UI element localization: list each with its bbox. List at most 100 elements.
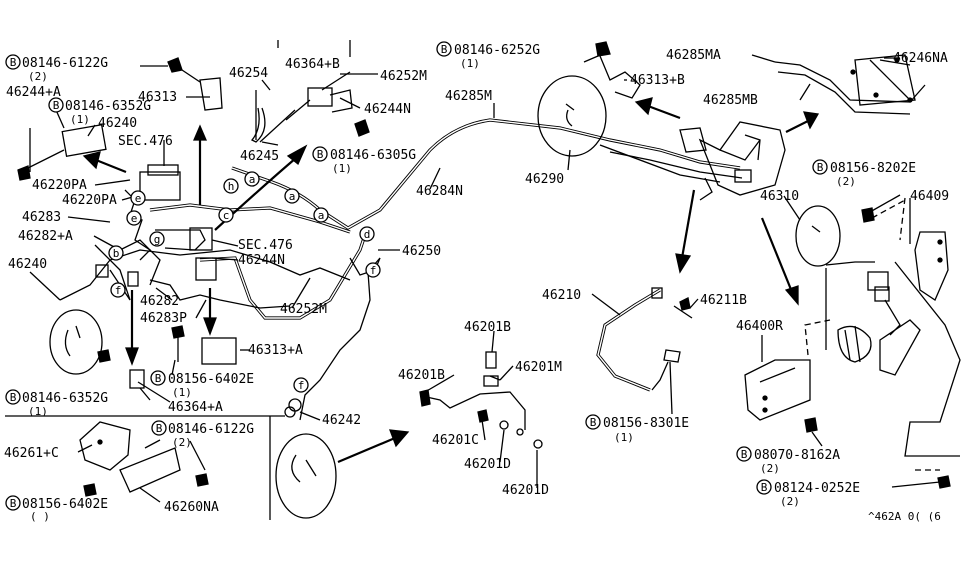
svg-text:d: d	[364, 228, 371, 241]
label-qty-2-c: (2)	[836, 175, 856, 188]
bolt-marker-4: B	[150, 370, 166, 386]
part-labels: 08146-6122G (2) 46244+A 08146-6352G (1) …	[4, 43, 949, 523]
label-qty-2-d: (2)	[760, 462, 780, 475]
svg-text:g: g	[154, 233, 161, 246]
label-46201m: 46201M	[515, 360, 562, 375]
direction-arrows	[82, 97, 820, 464]
svg-text:h: h	[228, 180, 235, 193]
label-46250: 46250	[402, 244, 441, 259]
svg-text:b: b	[113, 247, 120, 260]
bolt-marker-2: B	[48, 97, 64, 113]
svg-text:B: B	[817, 161, 824, 174]
label-46201d-a: 46201D	[464, 457, 511, 472]
label-qty-1-e: ( )	[30, 510, 50, 523]
clip-c-1: c	[218, 207, 234, 223]
label-08070-8162a: 08070-8162A	[754, 448, 840, 463]
label-46409: 46409	[910, 189, 949, 204]
label-sec476-a: SEC.476	[118, 134, 173, 149]
svg-text:B: B	[156, 422, 163, 435]
label-46364b: 46364+B	[285, 57, 340, 72]
label-08156-6402e-bot: 08156-6402E	[22, 497, 108, 512]
svg-text:f: f	[298, 379, 305, 392]
label-46313b: 46313+B	[630, 73, 685, 88]
bolt-marker-1: B	[5, 54, 21, 70]
label-46261c: 46261+C	[4, 446, 59, 461]
svg-text:a: a	[249, 173, 256, 186]
label-46201d-b: 46201D	[502, 483, 549, 498]
label-46400r: 46400R	[736, 319, 783, 334]
label-08146-6122g-top: 08146-6122G	[22, 56, 108, 71]
svg-text:B: B	[441, 43, 448, 56]
label-46285ma: 46285MA	[666, 48, 721, 63]
label-46252m-mid: 46252M	[280, 302, 327, 317]
svg-text:a: a	[318, 209, 325, 222]
label-08156-6402e-mid: 08156-6402E	[168, 372, 254, 387]
label-qty-1-b: (1)	[332, 162, 352, 175]
bolt-marker-6: B	[151, 420, 167, 436]
label-qty-1-c: (1)	[172, 386, 192, 399]
label-qty-1-g: (1)	[614, 431, 634, 444]
label-46244n-mid: 46244N	[238, 253, 285, 268]
leader-lines	[29, 40, 941, 503]
svg-text:B: B	[317, 148, 324, 161]
svg-text:f: f	[115, 284, 122, 297]
lower-left-detail	[5, 415, 285, 520]
clip-g-1: g	[149, 231, 165, 247]
label-08146-6252g: 08146-6252G	[454, 43, 540, 58]
label-46260na: 46260NA	[164, 500, 219, 515]
label-46245: 46245	[240, 149, 279, 164]
svg-text:B: B	[590, 416, 597, 429]
clip-f-2: f	[365, 262, 381, 278]
clip-b-1: b	[108, 245, 124, 261]
label-46290: 46290	[525, 172, 564, 187]
label-46284n: 46284N	[416, 184, 463, 199]
rear-brake-hose	[596, 287, 693, 392]
label-46364a: 46364+A	[168, 400, 223, 415]
label-08156-8301e: 08156-8301E	[603, 416, 689, 431]
clip-a-1: a	[244, 171, 260, 187]
label-qty-2-a: (2)	[28, 70, 48, 83]
label-46313-top: 46313	[138, 90, 177, 105]
svg-text:e: e	[135, 192, 142, 205]
label-46210: 46210	[542, 288, 581, 303]
clip-f-1: f	[110, 282, 126, 298]
svg-text:B: B	[53, 99, 60, 112]
label-qty-1-a: (1)	[70, 113, 90, 126]
label-46254: 46254	[229, 66, 268, 81]
bolt-marker-7: B	[5, 495, 21, 511]
clip-markers: a a a h c d e e g b f f f	[108, 171, 381, 393]
diagram-code: ^462A 0( (6	[868, 510, 941, 523]
clip-h-1: h	[223, 178, 239, 194]
svg-text:B: B	[741, 448, 748, 461]
bolt-marker-3: B	[312, 146, 328, 162]
left-brake-rotors	[49, 75, 841, 519]
label-08146-6352g-bot: 08146-6352G	[22, 391, 108, 406]
label-08146-6305g: 08146-6305G	[330, 148, 416, 163]
label-46201b-a: 46201B	[464, 320, 511, 335]
svg-text:f: f	[370, 264, 377, 277]
bolt-markers: B B B B B B B B B B B B	[5, 41, 828, 511]
label-46283: 46283	[22, 210, 61, 225]
bolt-marker-5: B	[5, 389, 21, 405]
label-46240: 46240	[98, 116, 137, 131]
label-sec476-b: SEC.476	[238, 238, 293, 253]
label-46252m-top: 46252M	[380, 69, 427, 84]
bolt-marker-9: B	[812, 159, 828, 175]
label-qty-2-e: (2)	[780, 495, 800, 508]
svg-text:B: B	[155, 372, 162, 385]
svg-text:c: c	[223, 209, 230, 222]
clip-a-3: a	[313, 207, 329, 223]
svg-text:e: e	[131, 212, 138, 225]
bolt-marker-12: B	[756, 479, 772, 495]
left-bracket-group	[17, 57, 370, 418]
bolt-marker-10: B	[585, 414, 601, 430]
label-46244a: 46244+A	[6, 85, 61, 100]
clip-f-3: f	[293, 377, 309, 393]
label-46240-b: 46240	[8, 257, 47, 272]
label-qty-1-d: (1)	[28, 405, 48, 418]
label-46313a: 46313+A	[248, 343, 303, 358]
label-08146-6352g-top: 08146-6352G	[65, 99, 151, 114]
label-46282a: 46282+A	[18, 229, 73, 244]
front-brake-hose-group	[419, 351, 543, 449]
